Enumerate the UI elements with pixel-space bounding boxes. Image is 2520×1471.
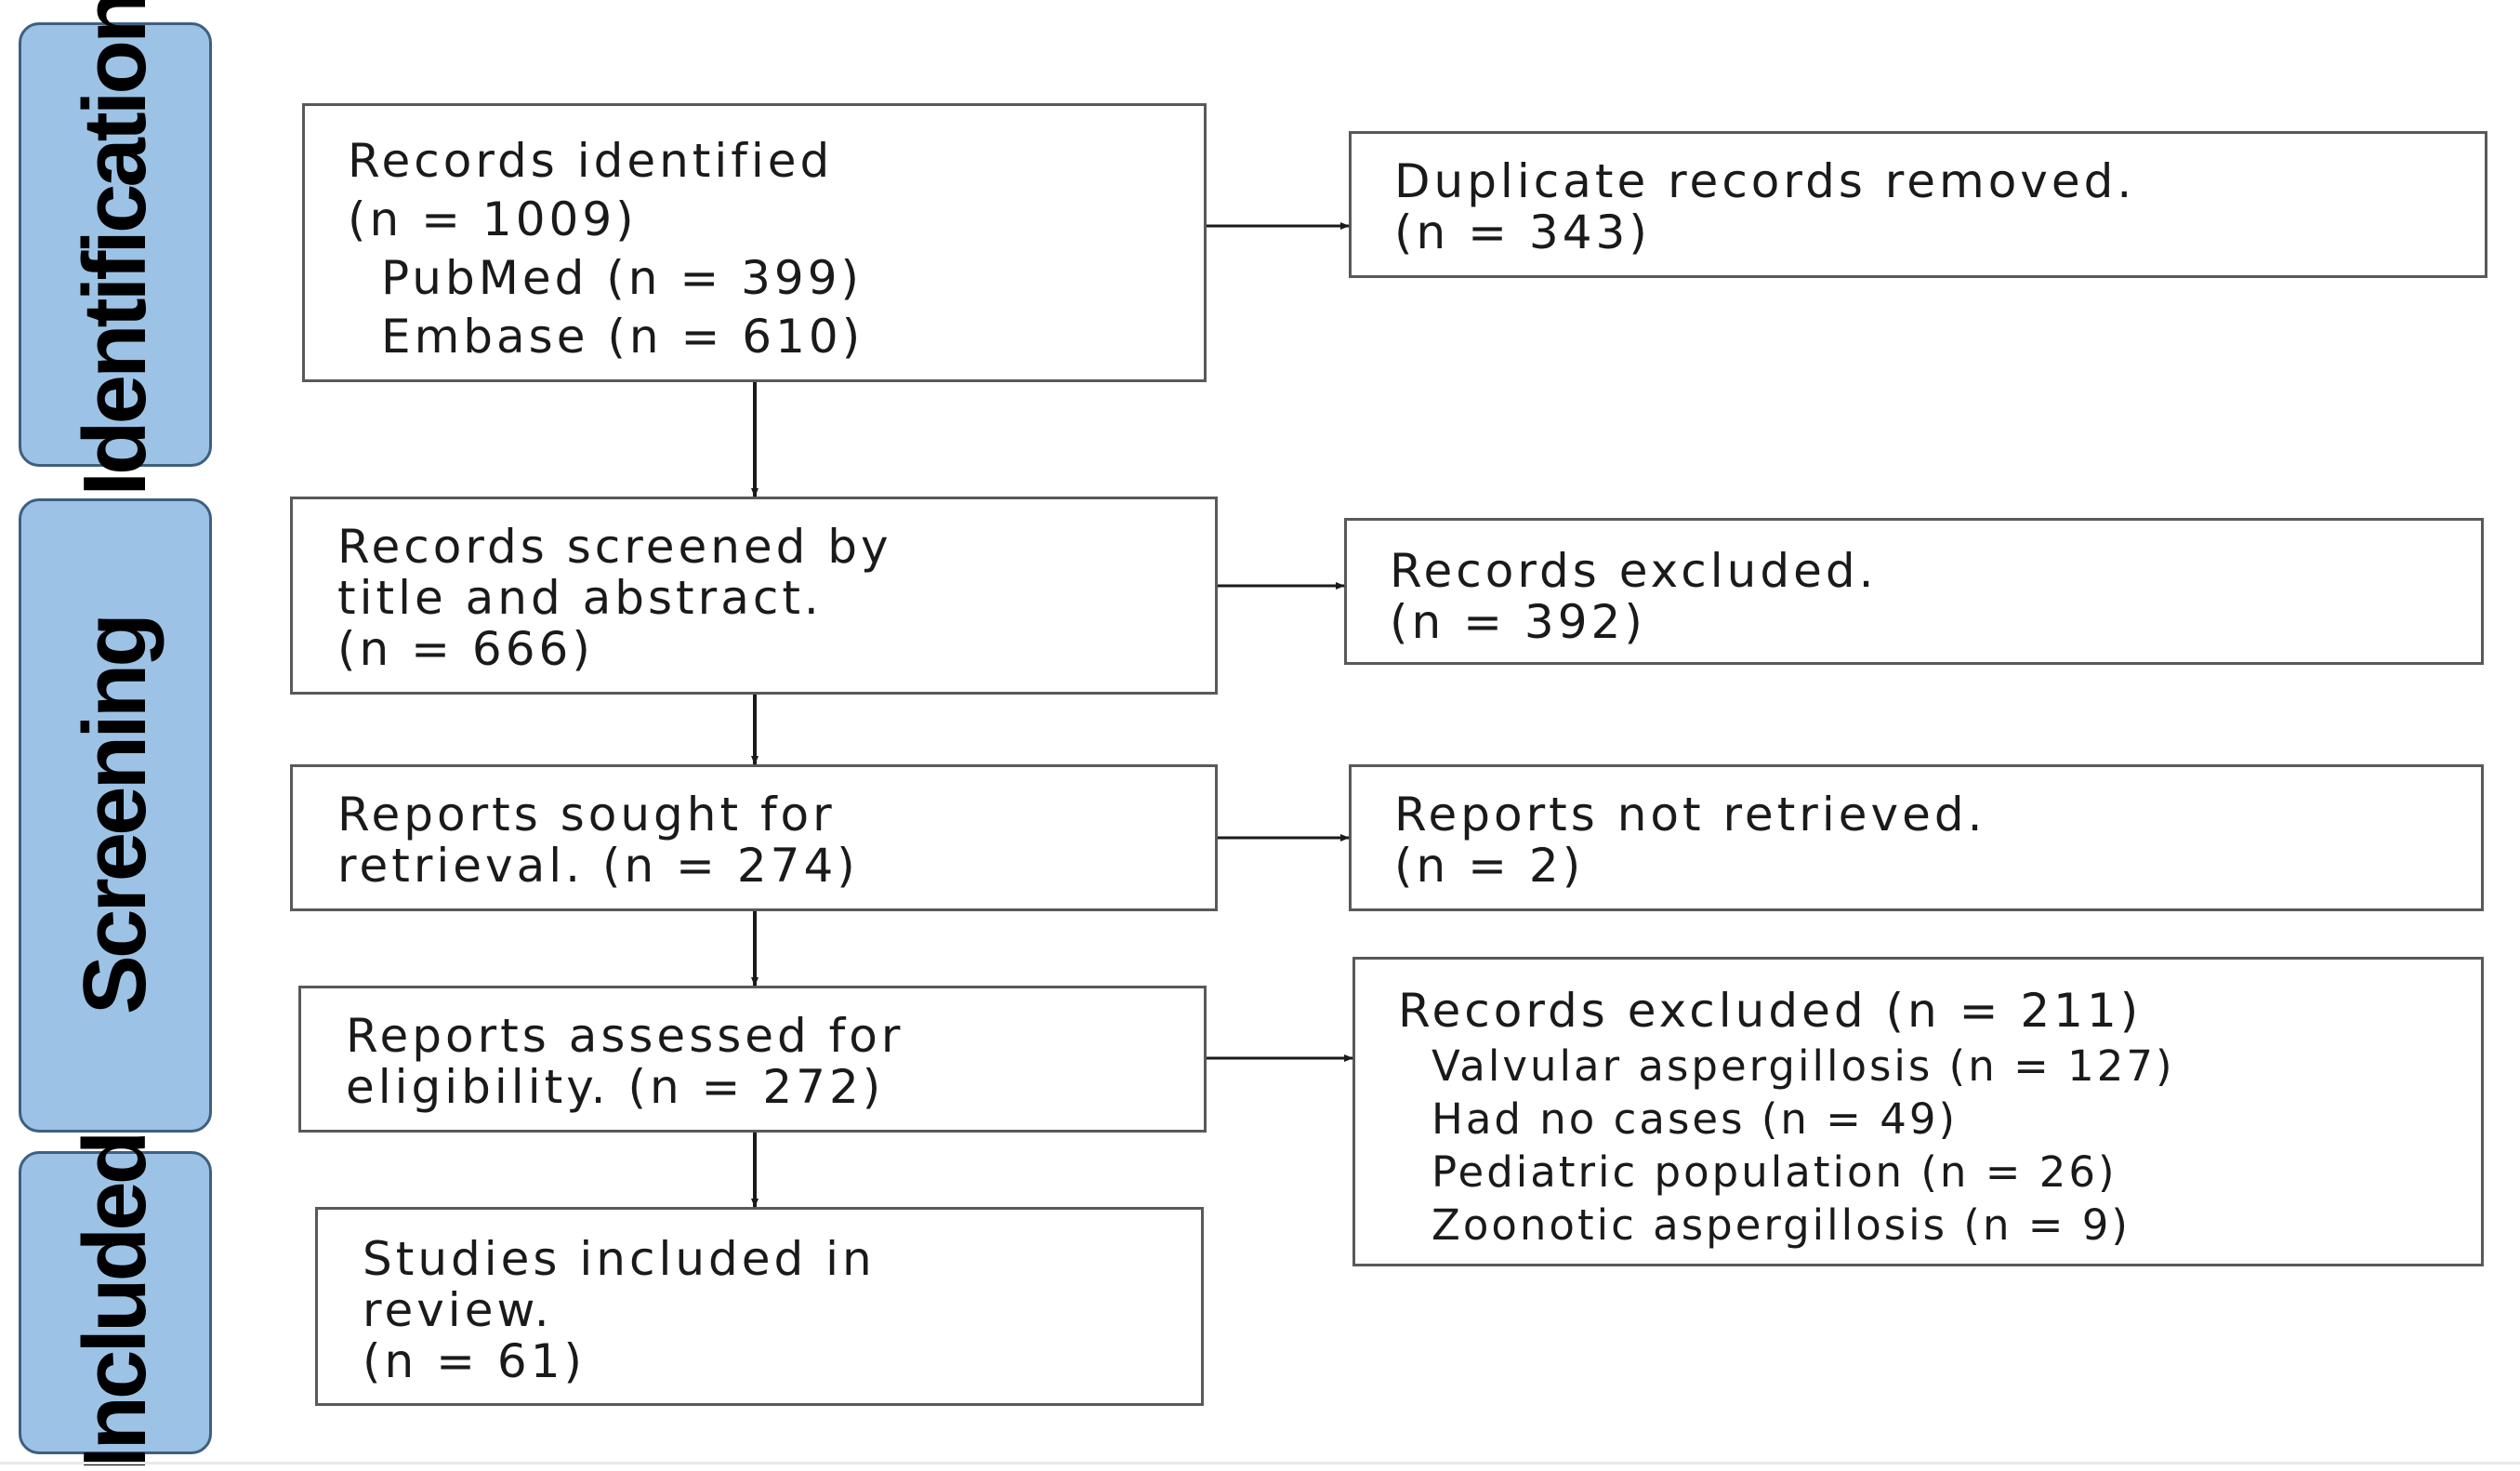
studies-included-line-1: Studies included in [363,1232,876,1286]
records-screened-line-2: title and abstract. [337,571,823,625]
records-excluded-box: Records excluded. (n = 392) [1344,518,2484,665]
records-identified-title: Records identified [348,134,834,188]
records-identified-pubmed: PubMed (n = 399) [381,251,864,305]
reports-excluded-title: Records excluded (n = 211) [1398,984,2143,1038]
studies-included-count: (n = 61) [363,1334,587,1388]
phase-screening: Screening [19,498,212,1133]
reason-pediatric: Pediatric population (n = 26) [1432,1147,2118,1197]
studies-included-box: Studies included in review. (n = 61) [315,1207,1204,1406]
bottom-divider [0,1462,2520,1464]
reason-no-cases: Had no cases (n = 49) [1432,1094,1959,1144]
reports-assessed-line-2: eligibility. (n = 272) [346,1060,885,1114]
records-screened-box: Records screened by title and abstract. … [290,497,1218,695]
records-screened-line-1: Records screened by [337,520,892,574]
records-identified-count: (n = 1009) [348,192,638,246]
reports-sought-box: Reports sought for retrieval. (n = 274) [290,764,1218,911]
reports-excluded-box: Records excluded (n = 211) Valvular aspe… [1352,957,2484,1266]
reason-zoonotic: Zoonotic aspergillosis (n = 9) [1432,1200,2131,1250]
studies-included-line-2: review. [363,1283,553,1337]
reason-valvular: Valvular aspergillosis (n = 127) [1432,1041,2175,1091]
duplicates-removed-count: (n = 343) [1394,205,1651,259]
reports-not-retrieved-title: Reports not retrieved. [1394,788,1986,842]
reports-not-retrieved-box: Reports not retrieved. (n = 2) [1349,764,2484,911]
duplicates-removed-title: Duplicate records removed. [1394,154,2136,208]
reports-assessed-line-1: Reports assessed for [346,1009,904,1063]
records-excluded-title: Records excluded. [1390,544,1878,598]
records-identified-embase: Embase (n = 610) [381,310,864,364]
reports-sought-line-2: retrieval. (n = 274) [337,839,859,893]
records-screened-count: (n = 666) [337,622,594,676]
reports-assessed-box: Reports assessed for eligibility. (n = 2… [298,986,1207,1133]
records-identified-box: Records identified (n = 1009) PubMed (n … [302,103,1207,382]
phase-included: Included [19,1134,212,1471]
reports-sought-line-1: Reports sought for [337,788,836,842]
records-excluded-count: (n = 392) [1390,595,1646,649]
reports-not-retrieved-count: (n = 2) [1394,839,1585,893]
phase-identification: Identification [19,0,212,497]
duplicates-removed-box: Duplicate records removed. (n = 343) [1349,131,2487,278]
